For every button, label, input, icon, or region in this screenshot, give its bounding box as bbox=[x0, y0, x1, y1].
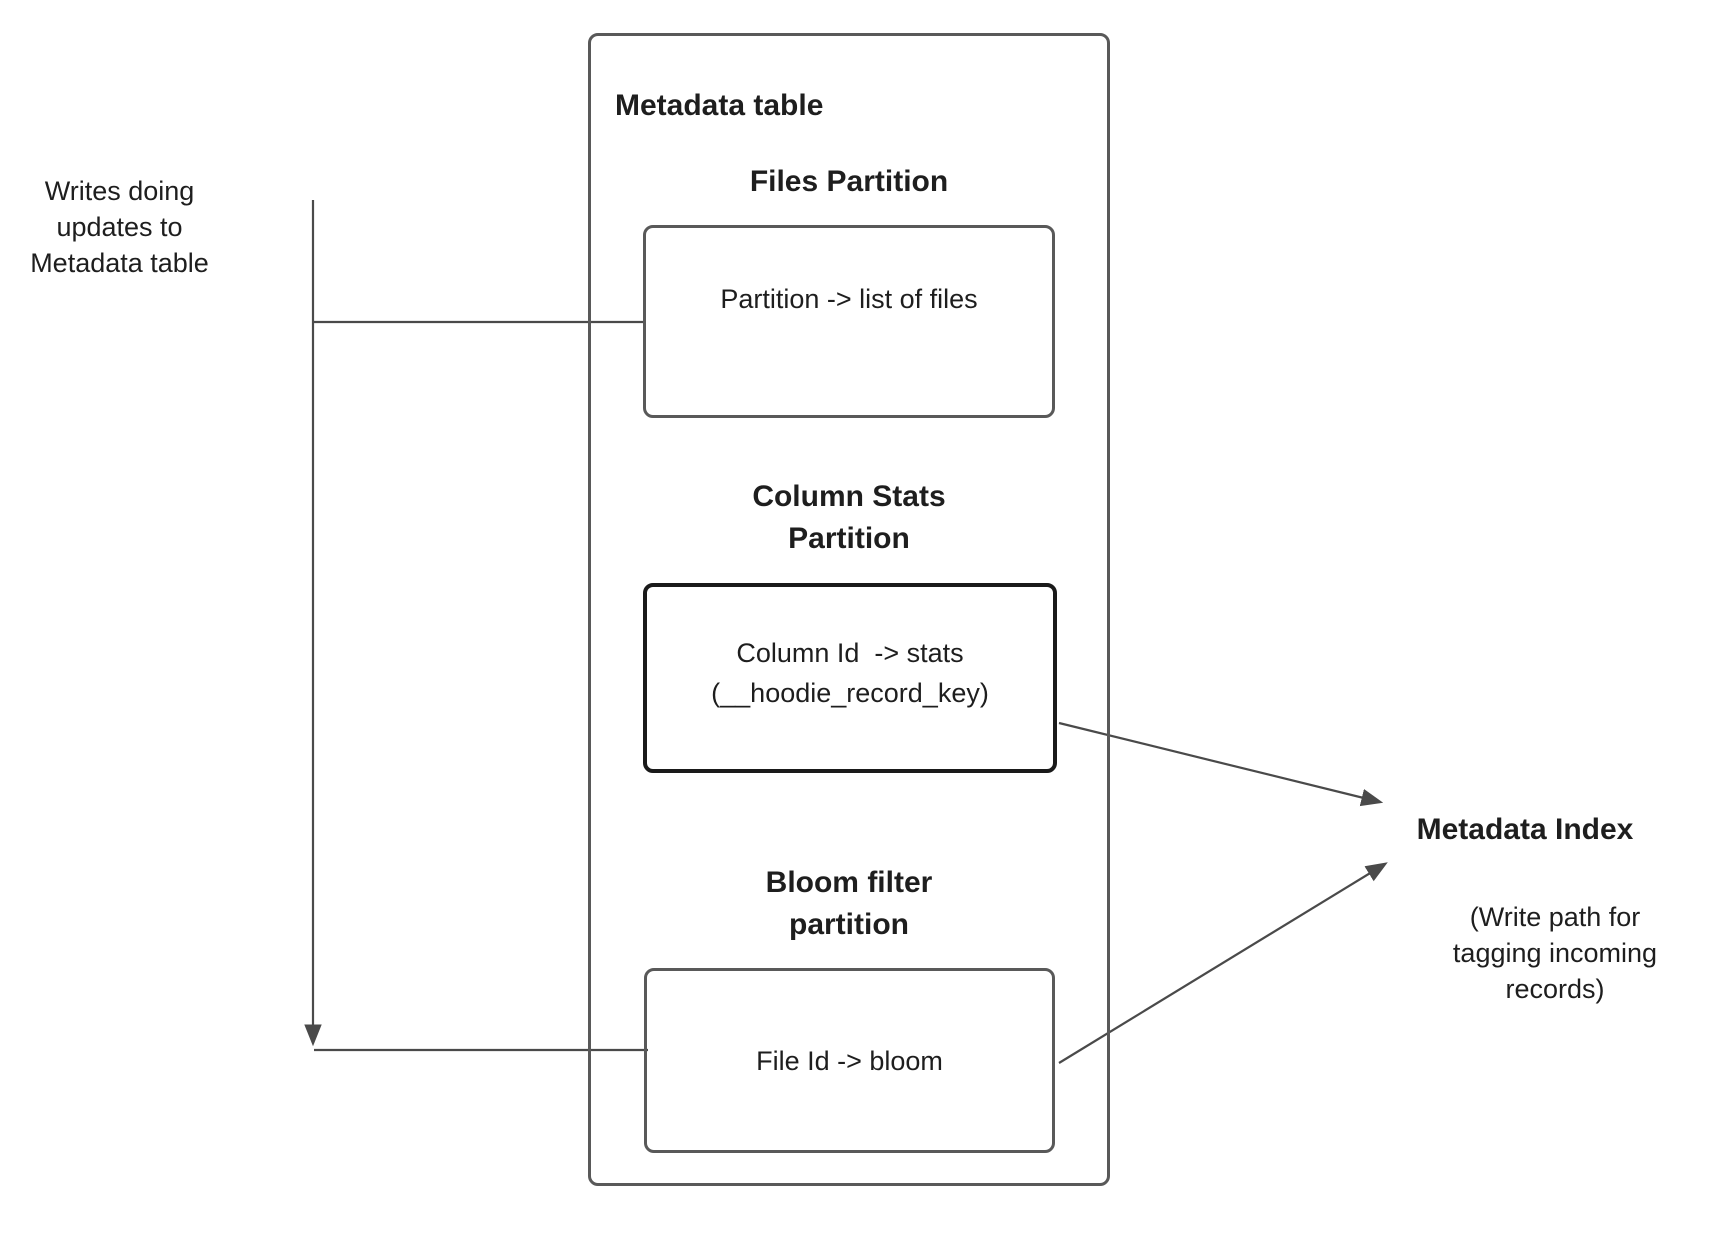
bloom-filter-partition-header: Bloom filter partition bbox=[765, 866, 933, 941]
metadata-table-container bbox=[588, 33, 1110, 1186]
column-stats-mapping-text: Column Id -> stats (__hoodie_record_key) bbox=[711, 638, 989, 708]
bloom-filter-partition-box: File Id -> bloom bbox=[644, 968, 1055, 1153]
column-stats-partition-header: Column Stats Partition bbox=[752, 480, 946, 555]
files-partition-mapping-text: Partition -> list of files bbox=[720, 283, 978, 314]
metadata-table-title: Metadata table bbox=[615, 89, 824, 122]
metadata-index-note: (Write path for tagging incoming records… bbox=[1452, 902, 1658, 1004]
metadata-index-title: Metadata Index bbox=[1416, 813, 1634, 846]
files-partition-box: Partition -> list of files bbox=[643, 225, 1055, 418]
bloom-filter-mapping-text: File Id -> bloom bbox=[756, 1045, 943, 1076]
column-stats-to-index-arrow bbox=[1058, 721, 1384, 807]
writes-annotation: Writes doing updates to Metadata table bbox=[30, 176, 209, 278]
bloom-to-index-arrow bbox=[1058, 862, 1388, 1064]
column-stats-partition-box: Column Id -> stats (__hoodie_record_key) bbox=[643, 583, 1057, 773]
files-partition-header: Files Partition bbox=[749, 165, 949, 198]
